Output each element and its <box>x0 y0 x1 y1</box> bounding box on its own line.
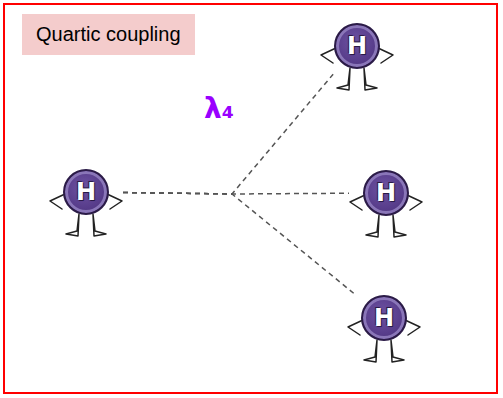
figure-limb <box>107 194 122 209</box>
figure-limb <box>66 214 79 236</box>
particle-letter: H <box>376 181 396 205</box>
particle-letter: H <box>374 306 394 330</box>
particle-letter: H <box>76 180 96 204</box>
figure-limb <box>364 340 377 362</box>
higgs-particle: H <box>63 169 109 215</box>
figure-limb <box>393 215 406 237</box>
higgs-particle: H <box>361 295 407 341</box>
higgs-particle: H <box>334 23 380 69</box>
dashed-propagator <box>123 74 333 194</box>
figure-limb <box>391 340 404 362</box>
figure-limb <box>378 48 393 63</box>
figure-limb <box>337 68 350 90</box>
particle-letter: H <box>347 34 367 58</box>
higgs-particle: H <box>363 170 409 216</box>
coupling-symbol: λ₄ <box>204 92 234 125</box>
figure-limb <box>407 195 422 210</box>
title-box: Quartic coupling <box>22 14 195 55</box>
figure-limb <box>93 214 106 236</box>
dashed-propagator <box>123 193 355 295</box>
figure-limb <box>364 68 377 90</box>
figure-limb <box>405 320 420 335</box>
figure-limb <box>366 215 379 237</box>
dashed-propagator <box>123 193 349 194</box>
heading-text: Quartic coupling <box>36 23 181 45</box>
